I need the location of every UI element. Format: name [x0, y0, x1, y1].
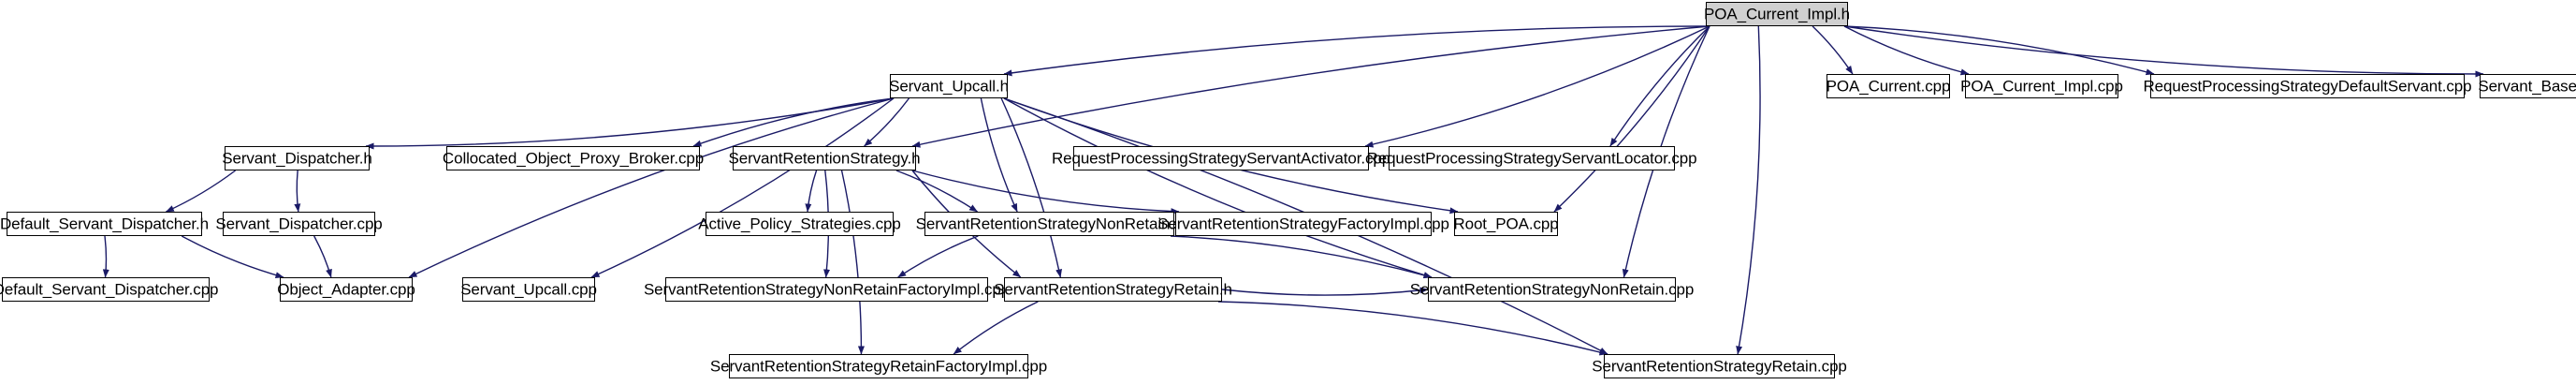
- graph-node-servant_retention_strategy_h[interactable]: ServantRetentionStrategy.h: [729, 146, 921, 170]
- graph-edge-srs_retain_h--srs_retain_factory_impl_cpp: [953, 301, 1039, 355]
- graph-edge-srs_nonretain_h--srs_nonretain_factory_impl_cpp: [897, 235, 979, 278]
- graph-node-srs_nonretain_cpp[interactable]: ServantRetentionStrategyNonRetain.cpp: [1410, 277, 1694, 302]
- graph-node-label: Collocated_Object_Proxy_Broker.cpp: [442, 149, 705, 167]
- graph-node-label: Servant_Upcall.cpp: [460, 280, 597, 298]
- graph-node-servant_dispatcher_h[interactable]: Servant_Dispatcher.h: [222, 146, 372, 170]
- graph-edge-servant_retention_strategy_h--srs_retain_factory_impl_cpp: [840, 170, 865, 355]
- graph-node-label: Default_Servant_Dispatcher.h: [0, 215, 210, 232]
- graph-node-label: POA_Current.cpp: [1826, 77, 1951, 95]
- graph-node-srs_retain_factory_impl_cpp[interactable]: ServantRetentionStrategyRetainFactoryImp…: [710, 354, 1047, 378]
- graph-node-label: RequestProcessingStrategyServantLocator.…: [1366, 149, 1697, 167]
- graph-edge-poa_current_impl_h--servant_upcall_h: [1003, 25, 1710, 77]
- graph-node-srs_nonretain_factory_impl_cpp[interactable]: ServantRetentionStrategyNonRetainFactory…: [644, 277, 1010, 302]
- graph-node-label: Object_Adapter.cpp: [277, 280, 415, 298]
- graph-edge-poa_current_impl_h--rps_servant_activator_cpp: [1364, 25, 1710, 148]
- graph-edge-default_servant_dispatcher_h--object_adapter_cpp: [181, 235, 284, 279]
- graph-node-srs_nonretain_h[interactable]: ServantRetentionStrategyNonRetain.h: [916, 212, 1183, 236]
- graph-edge-poa_current_impl_h--srs_retain_cpp: [1736, 25, 1761, 355]
- graph-node-label: Servant_Dispatcher.h: [222, 149, 372, 167]
- graph-node-label: Default_Servant_Dispatcher.cpp: [0, 280, 219, 298]
- graph-edge-servant_dispatcher_cpp--object_adapter_cpp: [313, 235, 332, 278]
- graph-edge-servant_retention_strategy_h--srs_factory_impl_cpp: [911, 170, 1180, 215]
- graph-node-label: ServantRetentionStrategy.h: [728, 149, 921, 167]
- graph-node-srs_factory_impl_cpp[interactable]: ServantRetentionStrategyFactoryImpl.cpp: [1157, 212, 1449, 236]
- graph-edge-srs_retain_h--srs_retain_cpp: [1217, 301, 1608, 356]
- graph-node-label: Root_POA.cpp: [1453, 215, 1559, 232]
- graph-node-label: Servant_Upcall.h: [889, 77, 1009, 95]
- graph-node-root_poa_cpp[interactable]: Root_POA.cpp: [1453, 212, 1559, 236]
- graph-node-label: POA_Current_Impl.h: [1704, 5, 1850, 22]
- graph-edge-servant_upcall_h--servant_dispatcher_h: [365, 97, 895, 150]
- graph-node-active_policy_strategies_cpp[interactable]: Active_Policy_Strategies.cpp: [698, 212, 901, 236]
- graph-edge-poa_current_impl_h--poa_current_cpp: [1812, 25, 1854, 75]
- graph-edge-servant_dispatcher_h--default_servant_dispatcher_h: [165, 170, 237, 213]
- graph-node-rps_default_servant_cpp[interactable]: RequestProcessingStrategyDefaultServant.…: [2144, 74, 2472, 98]
- graph-node-label: ServantRetentionStrategyNonRetain.cpp: [1409, 280, 1695, 298]
- graph-edge-poa_current_impl_h--poa_current_impl_cpp: [1843, 25, 1970, 76]
- graph-edge-servant_upcall_h--object_adapter_cpp: [408, 97, 895, 278]
- graph-edge-srs_retain_h--srs_nonretain_cpp: [1221, 287, 1429, 296]
- graph-edge-servant_upcall_h--servant_upcall_cpp: [590, 97, 895, 278]
- graph-node-label: ServantRetentionStrategyNonRetain.h: [915, 215, 1184, 232]
- graph-edge-poa_current_impl_h--servant_retention_strategy_h: [911, 25, 1710, 148]
- graph-edge-servant_upcall_h--srs_nonretain_h: [980, 97, 1018, 213]
- graph-edge-poa_current_impl_h--servant_base_cpp: [1843, 25, 2484, 78]
- graph-edge-servant_upcall_h--srs_nonretain_cpp: [1003, 97, 1433, 278]
- graph-node-label: Servant_Dispatcher.cpp: [215, 215, 383, 232]
- graph-node-poa_current_impl_h[interactable]: POA_Current_Impl.h: [1704, 2, 1850, 26]
- graph-node-servant_dispatcher_cpp[interactable]: Servant_Dispatcher.cpp: [215, 212, 383, 236]
- graph-node-poa_current_cpp[interactable]: POA_Current.cpp: [1826, 74, 1950, 98]
- graph-node-label: Active_Policy_Strategies.cpp: [698, 215, 901, 232]
- graph-edge-poa_current_impl_h--rps_default_servant_cpp: [1843, 25, 2155, 76]
- graph-edge-servant_upcall_h--srs_retain_h: [1000, 97, 1062, 278]
- graph-node-object_adapter_cpp[interactable]: Object_Adapter.cpp: [277, 277, 415, 302]
- graph-edge-default_servant_dispatcher_h--default_servant_dispatcher_cpp: [102, 235, 109, 278]
- graph-node-label: RequestProcessingStrategyServantActivato…: [1051, 149, 1391, 167]
- graph-node-srs_retain_h[interactable]: ServantRetentionStrategyRetain.h: [994, 277, 1232, 302]
- graph-node-rps_servant_locator_cpp[interactable]: RequestProcessingStrategyServantLocator.…: [1367, 146, 1697, 170]
- graph-node-label: ServantRetentionStrategyRetainFactoryImp…: [709, 357, 1048, 375]
- graph-edge-servant_upcall_h--collocated_opb_cpp: [692, 97, 895, 147]
- graph-node-servant_upcall_cpp[interactable]: Servant_Upcall.cpp: [460, 277, 597, 302]
- graph-node-label: Servant_Base.cpp: [2478, 77, 2576, 95]
- graph-node-label: ServantRetentionStrategyRetain.cpp: [1592, 357, 1847, 375]
- graph-node-label: RequestProcessingStrategyDefaultServant.…: [2143, 77, 2472, 95]
- graph-node-label: ServantRetentionStrategyRetain.h: [994, 280, 1232, 298]
- graph-edge-servant_dispatcher_h--servant_dispatcher_cpp: [294, 170, 301, 213]
- graph-edge-servant_retention_strategy_h--active_policy_strategies_cpp: [805, 170, 818, 213]
- graph-edge-poa_current_impl_h--root_poa_cpp: [1553, 25, 1710, 213]
- graph-node-default_servant_dispatcher_h[interactable]: Default_Servant_Dispatcher.h: [0, 212, 209, 236]
- graph-node-label: ServantRetentionStrategyFactoryImpl.cpp: [1157, 215, 1449, 232]
- graph-node-poa_current_impl_cpp[interactable]: POA_Current_Impl.cpp: [1960, 74, 2123, 98]
- graph-node-collocated_opb_cpp[interactable]: Collocated_Object_Proxy_Broker.cpp: [443, 146, 704, 170]
- graph-node-label: POA_Current_Impl.cpp: [1960, 77, 2123, 95]
- graph-node-label: ServantRetentionStrategyNonRetainFactory…: [643, 280, 1011, 298]
- graph-node-rps_servant_activator_cpp[interactable]: RequestProcessingStrategyServantActivato…: [1052, 146, 1390, 170]
- graph-edge-poa_current_impl_h--rps_servant_locator_cpp: [1609, 25, 1710, 147]
- graph-edge-srs_nonretain_h--srs_nonretain_cpp: [1170, 235, 1433, 279]
- graph-node-servant_base_cpp[interactable]: Servant_Base.cpp: [2478, 74, 2576, 98]
- edges-group: [102, 25, 2484, 356]
- graph-edge-servant_retention_strategy_h--srs_nonretain_h: [895, 170, 978, 213]
- graph-node-servant_upcall_h[interactable]: Servant_Upcall.h: [889, 74, 1009, 98]
- graph-node-srs_retain_cpp[interactable]: ServantRetentionStrategyRetain.cpp: [1592, 354, 1847, 378]
- graph-node-default_servant_dispatcher_cpp[interactable]: Default_Servant_Dispatcher.cpp: [0, 277, 219, 302]
- graph-edge-servant_upcall_h--servant_retention_strategy_h: [864, 97, 910, 147]
